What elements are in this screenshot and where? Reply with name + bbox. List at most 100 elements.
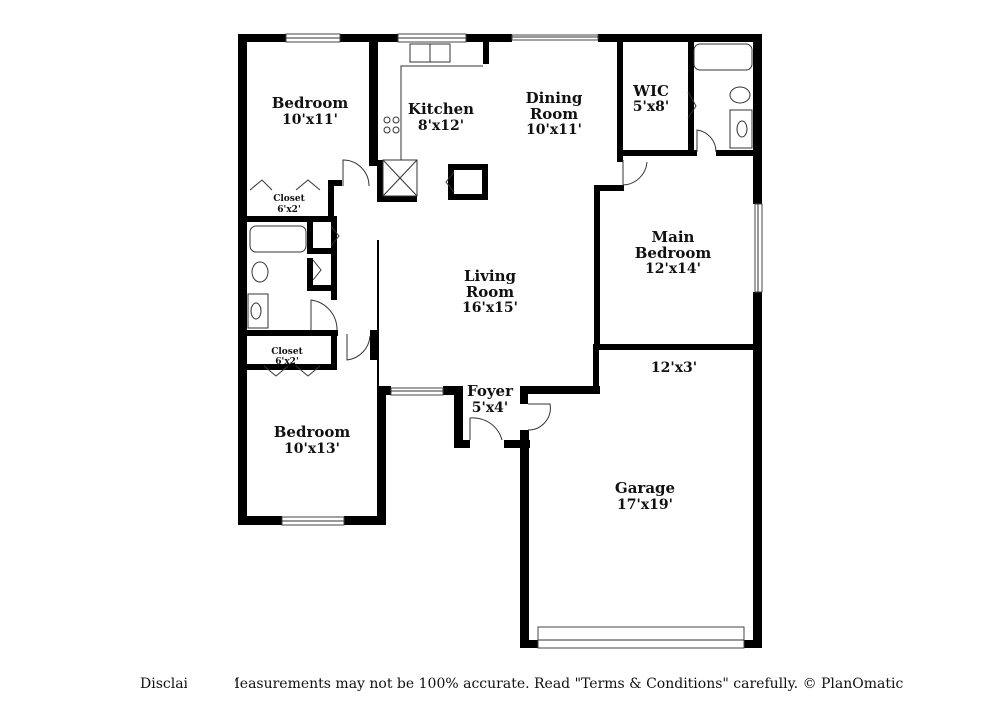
wall-bottom-bed-a <box>238 516 282 525</box>
wall-garage-left <box>520 430 529 648</box>
label-bedroom-bottom-name: Bedroom <box>274 423 351 441</box>
wall-linen-left <box>307 216 313 252</box>
main-toilet-icon <box>729 86 751 104</box>
wall-linen-top <box>307 216 337 222</box>
bifold-closet-top-a <box>249 179 273 191</box>
bifold-closet-bottom-a <box>263 365 289 377</box>
main-bathtub-icon <box>693 43 753 71</box>
wall-bottom-bed-b <box>344 516 386 525</box>
disclaimer-occlusion <box>187 672 235 698</box>
wall-linen-bottom <box>307 248 337 254</box>
label-closet-top-name: Closet <box>273 194 305 204</box>
door-main-bedroom <box>622 160 648 186</box>
label-bedroom-bottom-dim: 10'x13' <box>284 441 340 457</box>
label-living-dim: 16'x15' <box>462 300 518 316</box>
kitchen-counter <box>400 65 483 160</box>
label-foyer-dim: 5'x4' <box>472 400 508 416</box>
label-wic-name: WIC <box>632 82 669 100</box>
door-bath <box>310 299 338 331</box>
wall-garage-top <box>593 344 762 350</box>
label-dining-dim: 10'x11' <box>526 122 582 138</box>
bathtub-icon <box>249 225 307 253</box>
wall-bedroom-top-right <box>369 42 378 166</box>
windows <box>281 33 763 649</box>
fridge-icon <box>382 159 418 197</box>
wall-right-upper <box>753 34 762 204</box>
wall-pantry-left <box>448 164 454 200</box>
wall-closet-top-right <box>328 180 334 222</box>
wall-closet-bottom-right <box>331 330 337 370</box>
label-foyer-name: Foyer <box>467 382 514 400</box>
label-kitchen-dim: 8'x12' <box>418 118 464 134</box>
label-garage-extra-dim: 12'x3' <box>651 360 697 376</box>
label-garage-dim: 17'x19' <box>617 497 673 513</box>
vanity-icon <box>247 293 269 329</box>
wall-bath-closet <box>307 285 337 291</box>
wall-foyer-bottom-b <box>504 440 530 448</box>
garage-door <box>537 626 745 649</box>
label-dining-name-2: Room <box>530 105 578 123</box>
wall-right-lower <box>753 292 762 648</box>
toilet-icon <box>251 261 269 283</box>
doors <box>249 91 717 441</box>
wall-main-bed-top-left <box>594 185 624 191</box>
wall-bath-bottom <box>716 150 762 156</box>
wall-foyer-top-right <box>520 386 600 394</box>
wall-hall-stub <box>328 180 342 186</box>
label-main-bedroom-dim: 12'x14' <box>645 261 701 277</box>
label-kitchen-name: Kitchen <box>408 100 474 118</box>
label-closet-bottom-name: Closet <box>271 347 303 357</box>
label-bedroom-top-name: Bedroom <box>272 94 349 112</box>
door-main-bath <box>696 129 717 153</box>
bifold-closet-top-b <box>295 179 321 191</box>
wall-pantry-right <box>482 164 488 200</box>
wall-garage-bottom-a <box>520 640 538 648</box>
door-bedroom-top <box>342 159 370 187</box>
wall-bed-bottom-right <box>377 386 386 525</box>
door-bedroom-bottom <box>346 334 371 361</box>
wall-bath-closet-left <box>307 258 313 291</box>
wall-wic-bottom <box>617 150 697 156</box>
label-main-bedroom-name-2: Bedroom <box>635 244 712 262</box>
wall-top-d <box>598 34 762 42</box>
bifold-pantry <box>445 171 455 193</box>
wall-kitchen-top-stub <box>483 42 489 64</box>
wall-top-b <box>340 34 398 42</box>
room-labels: Bedroom 10'x11' Closet 6'x2' Kitchen 8'x… <box>271 82 711 513</box>
wall-wic-left <box>617 42 623 162</box>
label-dining-name-1: Dining <box>526 89 583 107</box>
label-closet-bottom-dim: 6'x2' <box>275 357 298 367</box>
label-garage-name: Garage <box>615 479 675 497</box>
label-bedroom-top-dim: 10'x11' <box>282 112 338 128</box>
bath-fixtures <box>247 43 753 329</box>
wall-left-outer <box>238 34 247 524</box>
wall-foyer-left <box>454 386 463 448</box>
wall-garage-bottom-b <box>744 640 762 648</box>
label-living-name-2: Room <box>466 283 514 301</box>
label-living-name-1: Living <box>464 267 517 285</box>
wall-kitchen-left <box>377 160 383 202</box>
label-wic-dim: 5'x8' <box>633 99 669 115</box>
door-garage <box>527 403 551 431</box>
wall-living-bottom-a <box>377 386 391 395</box>
bifold-linen-b <box>330 225 340 247</box>
label-closet-top-dim: 6'x2' <box>277 205 300 215</box>
wall-main-bed-left <box>594 185 600 350</box>
wall-hall-right-low <box>370 330 378 360</box>
kitchen-fixtures <box>382 43 483 197</box>
wall-wic-right <box>688 42 694 156</box>
wall-top-c <box>466 34 512 42</box>
bifold-wic <box>687 91 697 119</box>
stove-burner-icon <box>383 116 391 124</box>
bifold-linen <box>312 259 322 281</box>
wall-living-bottom-b <box>443 386 463 395</box>
wall-kitchen-bottom <box>377 196 417 202</box>
label-main-bedroom-name-1: Main <box>652 228 695 246</box>
door-front <box>469 417 503 441</box>
wall-bath-right <box>331 216 337 300</box>
disclaimer-text: Disclaimer: Measurements may not be 100%… <box>140 676 904 692</box>
main-vanity-icon <box>729 109 753 149</box>
wall-bath-bottom-left <box>238 330 338 336</box>
